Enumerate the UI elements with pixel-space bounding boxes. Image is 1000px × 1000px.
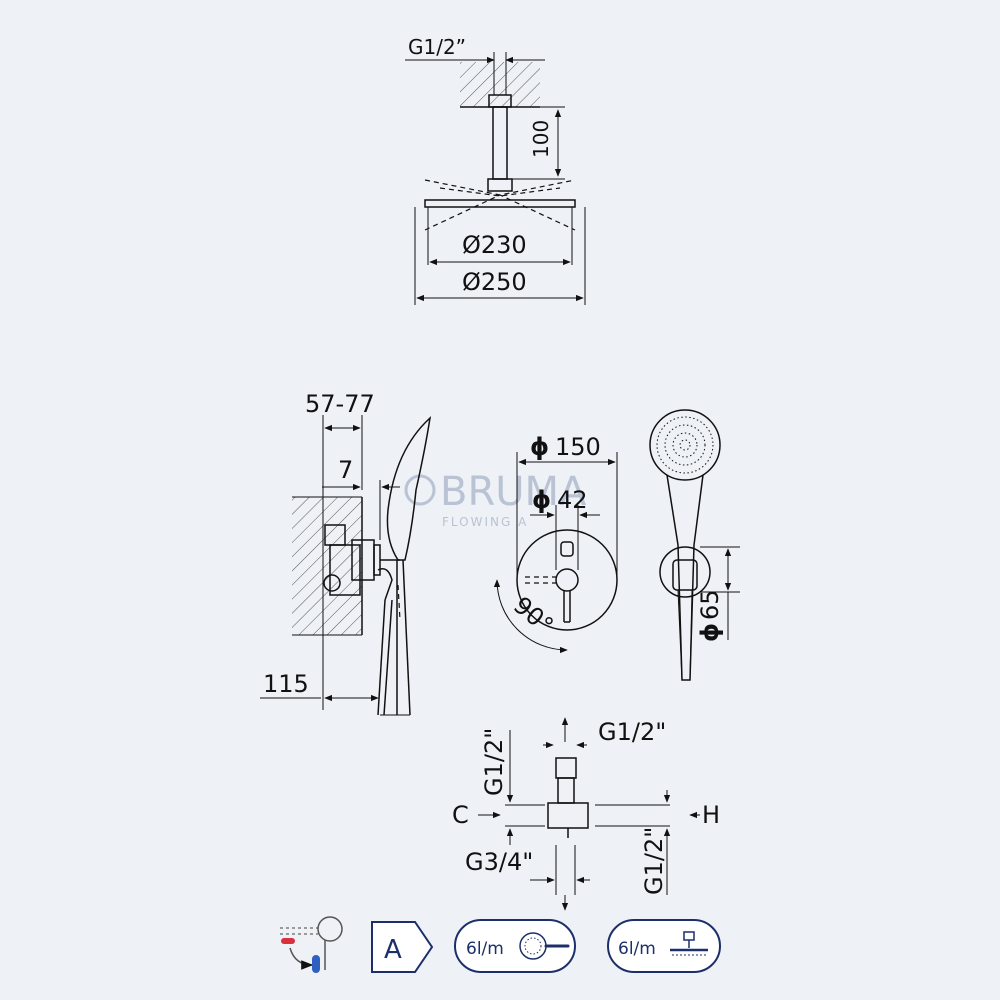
- cold-indicator-icon: [312, 955, 320, 973]
- arm-length-label: 100: [529, 120, 553, 158]
- cold-label: C: [452, 801, 469, 829]
- rotation-label: 90°: [508, 591, 559, 640]
- valve-body-view: G1/2" G3/4" G1/2" C H G1/2": [452, 717, 720, 911]
- diameter-250-label: Ø250: [462, 268, 527, 296]
- projection-label: 115: [263, 670, 309, 698]
- inlet-thread-label: G3/4": [465, 848, 533, 876]
- ceiling-thread-label: G1/2”: [408, 35, 466, 59]
- watermark: BRUMA FLOWING A: [404, 469, 587, 529]
- plate-diameter-label: 150: [555, 433, 601, 461]
- ceiling-hatch: [460, 62, 540, 107]
- bottom-right-thread-label: G1/2": [640, 827, 668, 895]
- handle-diameter-label: 42: [557, 486, 588, 514]
- holder-diameter-label: 65: [696, 589, 724, 620]
- hot-indicator-icon: [281, 938, 295, 944]
- diameter-230-label: Ø230: [462, 231, 527, 259]
- svg-text:ϕ: ϕ: [696, 623, 724, 642]
- head-flow-label: 6l/m: [618, 939, 656, 959]
- top-vertical-label: G1/2": [480, 728, 508, 796]
- feature-badges: A 6l/m 6l/m: [280, 916, 721, 973]
- hand-shower-view: ϕ 65: [649, 409, 740, 681]
- svg-text:ϕ: ϕ: [532, 486, 551, 514]
- diverter-button: [560, 541, 574, 557]
- mixer-function-icon: [280, 916, 343, 973]
- watermark-tagline: FLOWING A: [442, 515, 528, 529]
- ceiling-shower-view: G1/2” 100 Ø230 Ø250: [405, 35, 586, 305]
- top-thread-label: G1/2": [598, 718, 666, 746]
- hand-flow-label: 6l/m: [466, 939, 504, 959]
- shower-head: [424, 199, 576, 208]
- depth-range-label: 57-77: [305, 390, 375, 418]
- energy-class-badge: A: [371, 921, 434, 973]
- hand-flow-badge: 6l/m: [454, 919, 576, 973]
- mixer-side-view: 57-77 7 115: [260, 390, 432, 716]
- mixer-front-view: 90° ϕ 150 ϕ 42: [493, 433, 618, 654]
- watermark-brand: BRUMA: [440, 469, 587, 515]
- plate-thickness-label: 7: [338, 456, 353, 484]
- energy-class-label: A: [384, 935, 402, 965]
- hot-label: H: [702, 801, 720, 829]
- svg-text:ϕ: ϕ: [530, 433, 549, 461]
- head-flow-badge: 6l/m: [607, 919, 721, 973]
